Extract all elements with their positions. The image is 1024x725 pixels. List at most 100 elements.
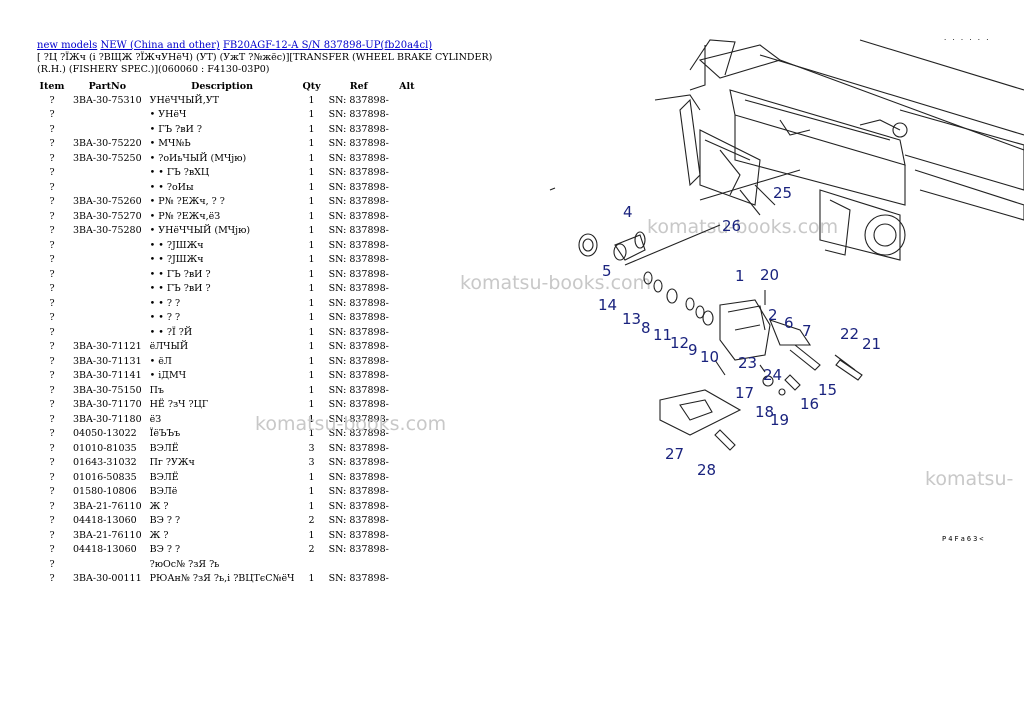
- description-cell: ВЭЛЁ: [149, 471, 179, 483]
- ref-cell: SN: 837898-: [328, 529, 389, 541]
- callout-16: 16: [800, 395, 819, 413]
- alt-cell: [393, 543, 421, 558]
- partno-cell: 01643-31032: [73, 457, 137, 469]
- partno-cell: 01016-50835: [73, 471, 137, 483]
- description-cell: • • ГЪ ?вИ ?: [149, 283, 211, 295]
- callout-9: 9: [688, 341, 698, 359]
- callout-6: 6: [784, 314, 794, 332]
- partno-cell: 3BA-30-71131: [73, 355, 142, 367]
- alt-cell: [393, 398, 421, 413]
- item-cell: ?: [49, 94, 55, 106]
- partno-cell: 3BA-30-00111: [73, 573, 142, 585]
- item-cell: ?: [49, 529, 55, 541]
- partno-cell: [69, 122, 146, 137]
- alt-cell: [393, 151, 421, 166]
- partno-cell: [69, 282, 146, 297]
- alt-cell: [393, 296, 421, 311]
- ref-cell: SN: 837898-: [328, 573, 389, 585]
- alt-cell: [393, 311, 421, 326]
- item-cell: ?: [49, 370, 55, 382]
- ref-cell: SN: 837898-: [328, 370, 389, 382]
- item-cell: ?: [49, 355, 55, 367]
- callout-25: 25: [773, 184, 792, 202]
- qty-cell: 1: [308, 341, 315, 353]
- ref-cell: SN: 837898-: [328, 457, 389, 469]
- frame-linework: [654, 39, 1024, 261]
- item-cell: ?: [49, 210, 55, 222]
- partno-cell: 04418-13060: [73, 544, 137, 556]
- qty-cell: 1: [308, 109, 315, 121]
- description-cell: • • ?ЈШЖч: [149, 254, 204, 266]
- description-cell: ВЭ ? ?: [149, 515, 181, 527]
- qty-cell: 1: [308, 181, 315, 193]
- qty-cell: 1: [308, 312, 315, 324]
- description-cell: • ГЪ ?вИ ?: [149, 123, 202, 135]
- ref-cell: SN: 837898-: [328, 384, 389, 396]
- qty-cell: 1: [308, 384, 315, 396]
- alt-cell: [393, 137, 421, 152]
- ref-cell: SN: 837898-: [328, 268, 389, 280]
- item-cell: ?: [49, 181, 55, 193]
- partno-cell: 3BA-30-75260: [73, 196, 142, 208]
- callout-14: 14: [598, 296, 617, 314]
- item-cell: ?: [49, 384, 55, 396]
- qty-cell: 1: [308, 573, 315, 585]
- alt-cell: [393, 93, 421, 108]
- ref-cell: SN: 837898-: [328, 254, 389, 266]
- callout-13: 13: [622, 310, 641, 328]
- item-cell: ?: [49, 326, 55, 338]
- page-title: [ ?Ц ?ЇЖч (i ?ВЩЖ ?ЇЖчУНёЧ) (УТ) (УжТ ?№…: [37, 52, 492, 76]
- description-cell: ?юОс№ ?зЯ ?ь: [149, 558, 220, 570]
- qty-cell: 1: [308, 152, 315, 164]
- alt-cell: [393, 224, 421, 239]
- callout-17: 17: [735, 384, 754, 402]
- ref-cell: SN: 837898-: [328, 471, 389, 483]
- partno-cell: 3BA-21-76110: [73, 529, 142, 541]
- item-cell: ?: [49, 471, 55, 483]
- description-cell: ВЭЛё: [149, 486, 178, 498]
- alt-cell: [393, 528, 421, 543]
- breadcrumb-link-china[interactable]: NEW (China and other): [100, 40, 220, 51]
- item-cell: ?: [49, 225, 55, 237]
- callout-10: 10: [700, 348, 719, 366]
- ref-cell: SN: 837898-: [328, 138, 389, 150]
- partno-cell: 3BA-30-71141: [73, 370, 142, 382]
- qty-cell: 1: [308, 196, 315, 208]
- breadcrumb-link-model[interactable]: FB20AGF-12-A S/N 837898-UP(fb20a4cl): [222, 40, 433, 51]
- callout-11: 11: [653, 326, 672, 344]
- breadcrumb-link-new-models[interactable]: new models: [37, 40, 98, 51]
- description-cell: • УНёЧ: [149, 109, 187, 121]
- qty-cell: 1: [308, 355, 315, 367]
- qty-cell: 1: [308, 123, 315, 135]
- callout-18: 18: [755, 403, 774, 421]
- qty-cell: 1: [308, 268, 315, 280]
- partno-cell: [69, 311, 146, 326]
- item-cell: ?: [49, 268, 55, 280]
- description-cell: УНёЧЧЫЙ,УТ: [149, 94, 219, 106]
- alt-cell: [393, 441, 421, 456]
- partno-cell: [69, 166, 146, 181]
- partno-cell: [69, 108, 146, 123]
- partno-cell: [69, 267, 146, 282]
- cylinder-linework: [549, 169, 863, 451]
- partno-cell: 3BA-30-71121: [73, 341, 142, 353]
- parts-table: Item PartNo Description Qty Ref Alt ?3BA…: [35, 79, 421, 586]
- qty-cell: 3: [308, 442, 315, 454]
- alt-cell: [393, 470, 421, 485]
- item-cell: ?: [49, 283, 55, 295]
